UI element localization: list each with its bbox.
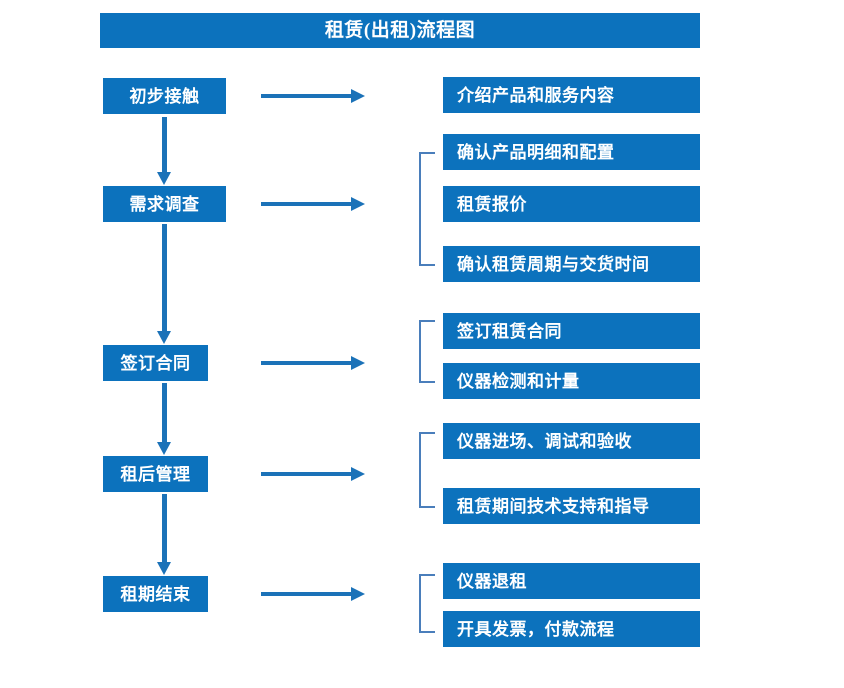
arrow-shaft — [261, 94, 353, 98]
stage-box-5[interactable]: 租期结束 — [103, 576, 208, 612]
arrow-head — [157, 172, 171, 185]
detail-arrow-right-1 — [261, 89, 365, 103]
detail-label-1: 介绍产品和服务内容 — [457, 85, 615, 105]
detail-arrow-right-5 — [261, 587, 365, 601]
arrow-shaft — [162, 383, 167, 442]
arrow-head — [351, 89, 365, 103]
detail-box-10[interactable]: 开具发票，付款流程 — [443, 611, 700, 647]
detail-arrow-right-3 — [261, 356, 365, 370]
detail-label-4: 确认租赁周期与交货时间 — [457, 254, 650, 274]
stage-label-5: 租期结束 — [120, 584, 191, 604]
stage-label-4: 租后管理 — [120, 464, 191, 484]
detail-label-9: 仪器退租 — [457, 571, 527, 591]
detail-arrow-right-2 — [261, 197, 365, 211]
detail-box-7[interactable]: 仪器进场、调试和验收 — [443, 423, 700, 459]
stage-box-3[interactable]: 签订合同 — [103, 345, 208, 381]
detail-label-5: 签订租赁合同 — [457, 321, 562, 341]
chart-title-banner: 租赁(出租)流程图 — [100, 13, 700, 48]
detail-label-7: 仪器进场、调试和验收 — [457, 431, 632, 451]
stage-label-1: 初步接触 — [129, 86, 200, 106]
detail-label-2: 确认产品明细和配置 — [457, 142, 615, 162]
detail-box-1[interactable]: 介绍产品和服务内容 — [443, 77, 700, 113]
arrow-head — [351, 197, 365, 211]
arrow-shaft — [162, 494, 167, 562]
flow-arrow-down-4 — [157, 494, 171, 575]
arrow-shaft — [261, 592, 353, 596]
arrow-head — [351, 587, 365, 601]
flow-arrow-down-1 — [157, 117, 171, 185]
arrow-shaft — [261, 202, 353, 206]
detail-box-3[interactable]: 租赁报价 — [443, 186, 700, 222]
detail-box-8[interactable]: 租赁期间技术支持和指导 — [443, 488, 700, 524]
detail-label-8: 租赁期间技术支持和指导 — [457, 496, 650, 516]
arrow-head — [157, 562, 171, 575]
stage-box-2[interactable]: 需求调查 — [103, 186, 226, 222]
detail-label-6: 仪器检测和计量 — [457, 371, 580, 391]
page-title: 租赁(出租)流程图 — [324, 20, 476, 41]
arrow-head — [351, 356, 365, 370]
group-bracket-4 — [419, 432, 435, 508]
arrow-head — [157, 442, 171, 455]
detail-box-2[interactable]: 确认产品明细和配置 — [443, 134, 700, 170]
arrow-shaft — [162, 224, 167, 331]
arrow-shaft — [162, 117, 167, 172]
stage-label-2: 需求调查 — [129, 194, 200, 214]
stage-box-4[interactable]: 租后管理 — [103, 456, 208, 492]
stage-label-3: 签订合同 — [120, 353, 191, 373]
arrow-shaft — [261, 361, 353, 365]
detail-label-10: 开具发票，付款流程 — [457, 619, 615, 639]
detail-box-6[interactable]: 仪器检测和计量 — [443, 363, 700, 399]
detail-arrow-right-4 — [261, 467, 365, 481]
detail-box-4[interactable]: 确认租赁周期与交货时间 — [443, 246, 700, 282]
group-bracket-3 — [419, 320, 435, 383]
arrow-head — [157, 331, 171, 344]
arrow-shaft — [261, 472, 353, 476]
stage-box-1[interactable]: 初步接触 — [103, 78, 226, 114]
arrow-head — [351, 467, 365, 481]
group-bracket-5 — [419, 574, 435, 633]
group-bracket-2 — [419, 152, 435, 266]
detail-box-9[interactable]: 仪器退租 — [443, 563, 700, 599]
flow-arrow-down-3 — [157, 383, 171, 455]
detail-box-5[interactable]: 签订租赁合同 — [443, 313, 700, 349]
flow-arrow-down-2 — [157, 224, 171, 344]
detail-label-3: 租赁报价 — [457, 194, 527, 214]
